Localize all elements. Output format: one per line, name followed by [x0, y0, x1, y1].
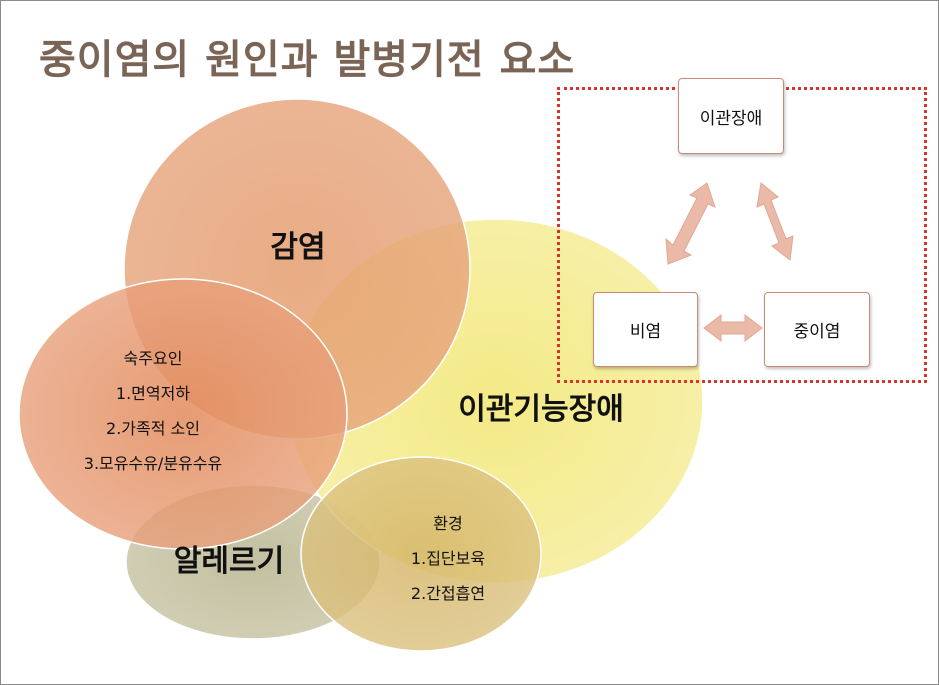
- host-factors-item: 1.면역저하: [115, 384, 191, 403]
- eustachian-dysfunction-label: 이관기능장애: [458, 392, 624, 427]
- cycle-node-rhinitis: 비염: [593, 292, 698, 367]
- cycle-node-otitis-media: 중이염: [764, 292, 870, 367]
- environment-group: 환경 1.집단보육 2.간접흡연: [411, 506, 485, 611]
- double-arrow-icon: [703, 313, 763, 343]
- environment-item: 1.집단보육: [410, 549, 486, 568]
- double-arrow-icon: [665, 182, 716, 265]
- environment-heading: 환경: [433, 514, 463, 533]
- environment-item: 2.간접흡연: [410, 584, 486, 603]
- environment-circle: [300, 456, 542, 652]
- host-factors-item: 2.가족적 소인: [106, 419, 200, 438]
- cycle-node-eustachian: 이관장애: [678, 78, 784, 154]
- infection-label: 감염: [270, 230, 326, 265]
- host-factors-item: 3.모유수유/분유수유: [83, 454, 223, 473]
- host-factors-circle: [18, 278, 348, 550]
- host-factors-heading: 숙주요인: [123, 349, 183, 368]
- allergy-label: 알레르기: [173, 544, 285, 579]
- slide-title: 중이염의 원인과 발병기전 요소: [39, 37, 576, 83]
- double-arrow-icon: [756, 182, 794, 261]
- host-factors-group: 숙주요인 1.면역저하 2.가족적 소인 3.모유수유/분유수유: [84, 341, 222, 481]
